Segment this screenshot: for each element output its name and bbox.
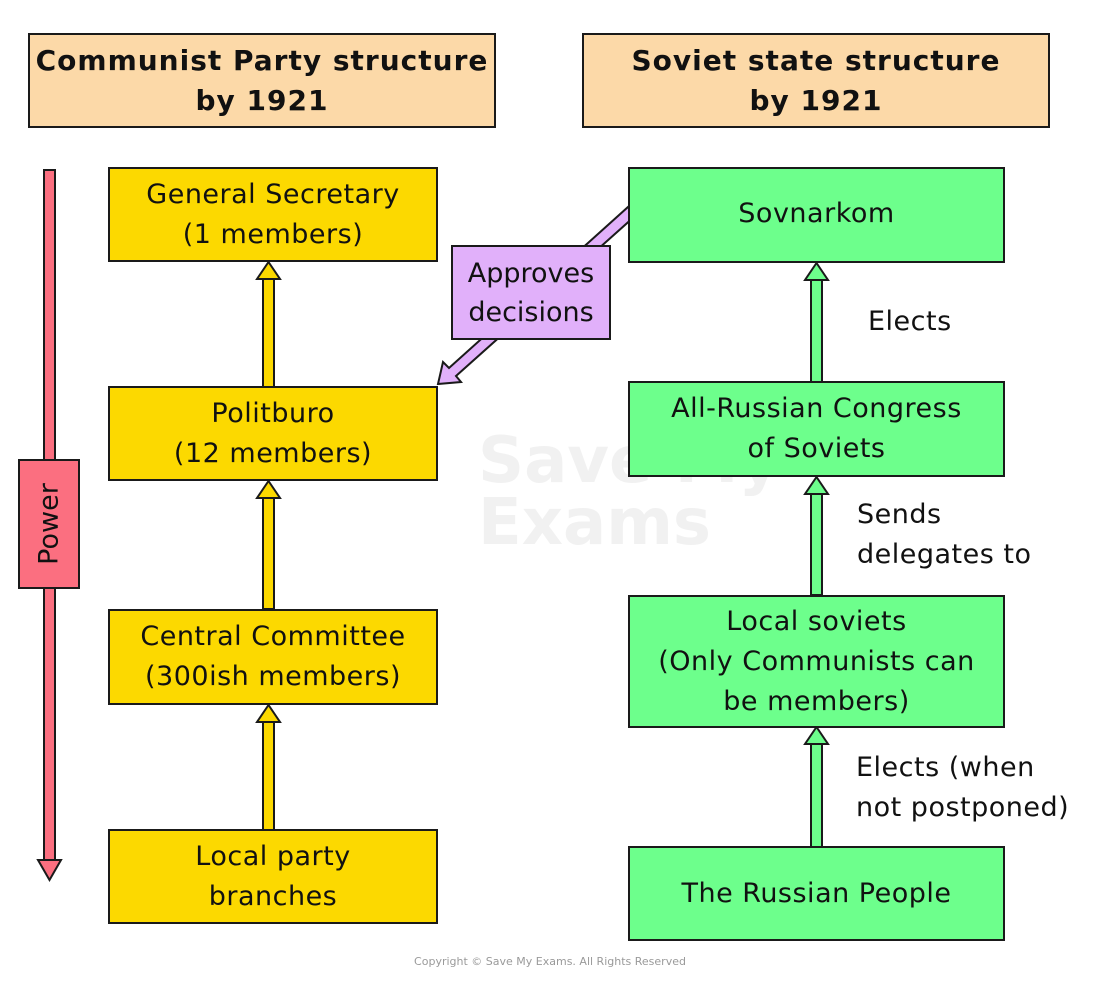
arrow-committee-to-politburo (255, 479, 282, 610)
node-line: All-Russian Congress (671, 393, 962, 424)
node-line: Local soviets (726, 605, 907, 637)
edge-label-sends-delegates: Sends delegates to (857, 495, 1032, 575)
header-party-structure: Communist Party structure by 1921 (28, 33, 496, 128)
node-sovnarkom: Sovnarkom (628, 167, 1005, 263)
edge-label-elects-when-not-postponed: Elects (when not postponed) (856, 748, 1069, 828)
arrow-congress-to-sovnarkom (803, 261, 830, 383)
label-line: Elects (868, 306, 952, 337)
node-line: The Russian People (681, 877, 952, 909)
arrow-people-to-local (803, 725, 830, 848)
node-line: Politburo (211, 397, 335, 429)
copyright-notice: Copyright © Save My Exams. All Rights Re… (414, 955, 686, 968)
power-label: Power (33, 483, 65, 565)
label-line: decisions (468, 296, 594, 328)
header-line: by 1921 (749, 83, 883, 117)
node-line: (300ish members) (145, 661, 401, 692)
label-line: Sends (857, 499, 942, 530)
header-line: Soviet state structure (631, 43, 1001, 77)
edge-label-approves-decisions: Approves decisions (451, 245, 611, 340)
header-line: by 1921 (195, 83, 329, 117)
label-line: delegates to (857, 539, 1032, 570)
node-line: of Soviets (747, 433, 886, 464)
node-line: Central Committee (140, 621, 406, 652)
label-line: Elects (when (856, 752, 1035, 783)
power-label-box (18, 459, 80, 589)
watermark-line: Exams (478, 486, 711, 560)
node-politburo: Politburo (12 members) (108, 386, 438, 481)
node-central-committee: Central Committee (300ish members) (108, 609, 438, 705)
label-line: Approves (467, 257, 595, 289)
header-line: Communist Party structure (35, 43, 489, 77)
arrow-politburo-to-secretary (255, 260, 282, 388)
node-line: Local party (195, 840, 351, 872)
arrow-local-to-congress (803, 475, 830, 596)
label-line: not postponed) (856, 792, 1070, 823)
node-line: (Only Communists can (658, 645, 975, 677)
header-soviet-structure: Soviet state structure by 1921 (582, 33, 1050, 128)
node-line: General Secretary (146, 178, 400, 210)
node-local-party-branches: Local party branches (108, 829, 438, 924)
node-russian-people: The Russian People (628, 846, 1005, 941)
arrow-branches-to-committee (255, 703, 282, 831)
node-line: Sovnarkom (738, 198, 895, 229)
node-line: be members) (723, 685, 910, 717)
node-line: (12 members) (173, 437, 373, 469)
node-all-russian-congress: All-Russian Congress of Soviets (628, 381, 1005, 477)
node-general-secretary: General Secretary (1 members) (108, 167, 438, 262)
node-line: (1 members) (182, 218, 364, 250)
node-line: branches (208, 880, 338, 912)
edge-label-elects: Elects (868, 302, 952, 342)
node-local-soviets: Local soviets (Only Communists can be me… (628, 595, 1005, 728)
